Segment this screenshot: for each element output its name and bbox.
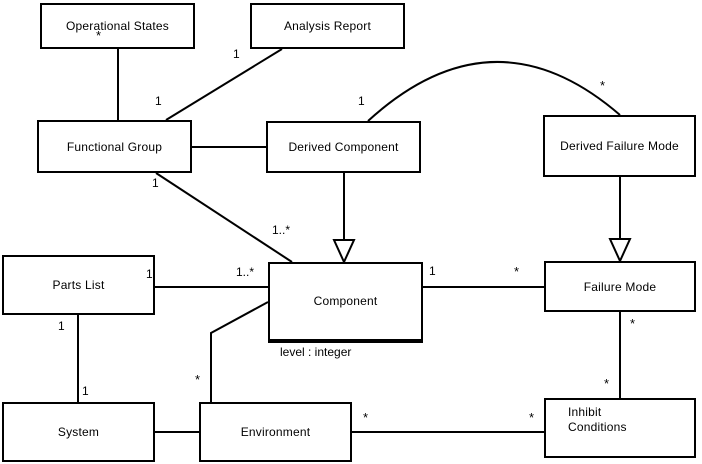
generalization-triangle-derived-component-to-component xyxy=(332,239,356,265)
multiplicity-label: * xyxy=(604,376,610,391)
class-box-failure-mode[interactable]: Failure Mode xyxy=(544,261,696,312)
class-box-operational-states[interactable]: Operational States xyxy=(40,3,195,49)
generalization-triangle-derived-failure-mode-to-failure-mode xyxy=(608,238,632,264)
multiplicity-label: 1 xyxy=(155,94,162,108)
association-analysis-report-functional-group[interactable] xyxy=(165,48,283,121)
class-name-derived-component: Derived Component xyxy=(288,140,399,154)
multiplicity-label: * xyxy=(96,28,102,43)
class-name-inhibit-conditions: Inhibit Conditions xyxy=(568,405,627,434)
class-name-analysis-report: Analysis Report xyxy=(283,19,372,33)
class-name-operational-states: Operational States xyxy=(66,19,169,33)
association-functional-group-component[interactable] xyxy=(155,172,293,263)
multiplicity-label: 1 xyxy=(58,319,65,333)
class-box-parts-list[interactable]: Parts List xyxy=(2,255,155,315)
association-environment-component[interactable] xyxy=(210,301,269,402)
multiplicity-label: * xyxy=(195,372,201,387)
class-name-component: Component xyxy=(270,264,421,341)
multiplicity-label: * xyxy=(630,316,636,331)
multiplicity-label: 1 xyxy=(82,384,89,398)
class-box-derived-failure-mode[interactable]: Derived Failure Mode xyxy=(543,115,696,177)
multiplicity-label: 1 xyxy=(429,264,436,278)
multiplicity-label: * xyxy=(363,410,369,425)
class-box-functional-group[interactable]: Functional Group xyxy=(37,120,192,173)
class-name-functional-group: Functional Group xyxy=(66,139,163,154)
multiplicity-label: * xyxy=(600,78,606,93)
class-box-analysis-report[interactable]: Analysis Report xyxy=(250,3,405,49)
class-name-environment: Environment xyxy=(240,425,311,439)
multiplicity-label: 1 xyxy=(358,94,365,108)
association-lines xyxy=(77,48,621,433)
class-box-component[interactable]: Component level : integer xyxy=(268,262,423,359)
association-derived-component-derived-failure-mode[interactable] xyxy=(367,61,621,122)
multiplicity-label: 1 xyxy=(233,47,240,61)
multiplicity-label: 1 xyxy=(146,267,153,281)
multiplicity-label: * xyxy=(514,264,520,279)
class-attributes-component: level : integer xyxy=(280,345,352,359)
generalization-arrows xyxy=(332,173,632,265)
multiplicity-label: 1..* xyxy=(236,265,255,279)
multiplicity-label: 1..* xyxy=(272,223,291,237)
multiplicity-label: 1 xyxy=(152,176,159,190)
class-name-failure-mode: Failure Mode xyxy=(583,279,657,294)
class-box-system[interactable]: System xyxy=(2,402,155,462)
multiplicity-label: * xyxy=(529,410,535,425)
class-name-parts-list: Parts List xyxy=(52,278,105,292)
class-name-derived-failure-mode: Derived Failure Mode xyxy=(560,139,679,153)
class-box-derived-component[interactable]: Derived Component xyxy=(266,121,421,173)
class-box-inhibit-conditions[interactable]: Inhibit Conditions xyxy=(544,398,696,458)
class-name-system: System xyxy=(57,425,100,439)
class-box-environment[interactable]: Environment xyxy=(199,402,352,462)
